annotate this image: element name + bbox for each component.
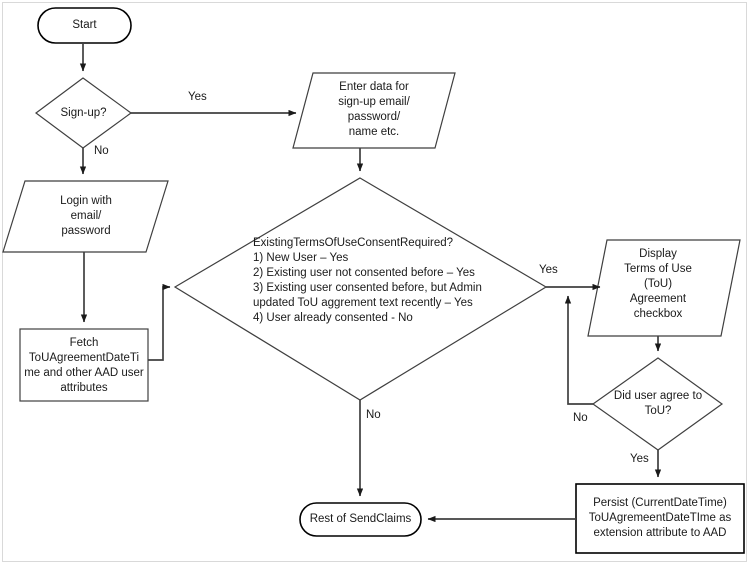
edge-fetch-to-consent xyxy=(148,283,171,361)
edge-label-consent-no: No xyxy=(366,409,381,421)
signup-decision-shape[interactable] xyxy=(34,77,133,149)
edge-label-signup-yes: Yes xyxy=(188,91,207,103)
login-shape[interactable] xyxy=(2,180,169,253)
rest-of-sendclaims-shape[interactable] xyxy=(299,502,422,537)
edge-label-consent-yes: Yes xyxy=(539,264,558,276)
start-node-shape[interactable] xyxy=(37,7,132,44)
edge-label-agree-yes: Yes xyxy=(630,453,649,465)
enter-data-shape[interactable] xyxy=(292,72,456,149)
edge-label-agree-no: No xyxy=(573,412,588,424)
edge-label-signup-no: No xyxy=(94,145,109,157)
consent-decision-shape[interactable] xyxy=(173,177,548,401)
fetch-shape[interactable] xyxy=(19,328,149,402)
agree-decision-shape[interactable] xyxy=(591,357,724,451)
edge-agree-no-loopback xyxy=(564,295,593,405)
display-tou-shape[interactable] xyxy=(587,239,741,337)
persist-shape[interactable] xyxy=(575,483,745,554)
